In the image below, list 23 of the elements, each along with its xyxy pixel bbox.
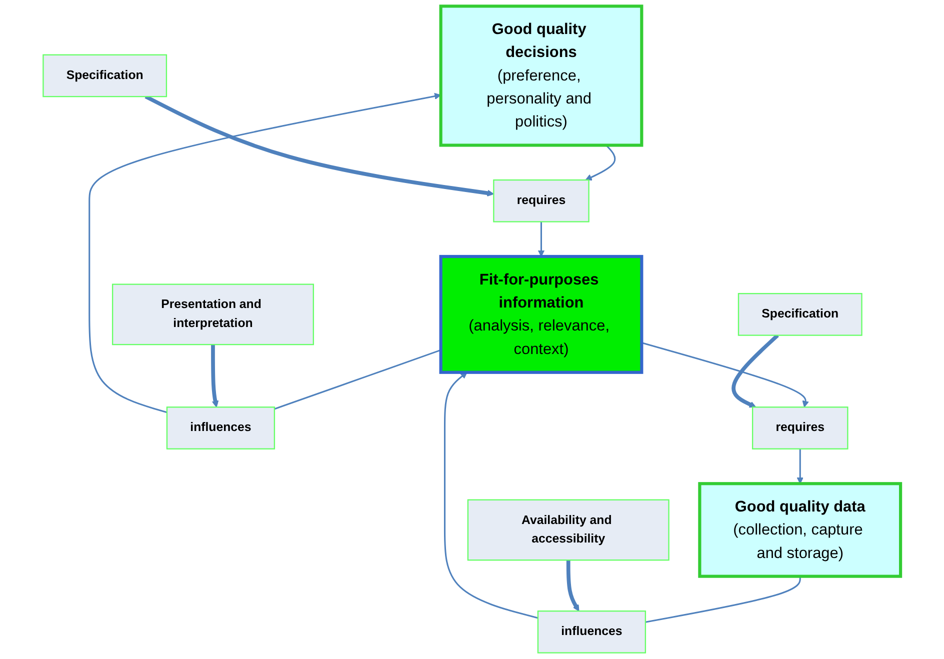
node-box: Specification: [42, 54, 168, 98]
connector: [274, 349, 442, 410]
node-box: influences: [166, 406, 276, 450]
arrow: [88, 92, 442, 414]
node-box: Good quality decisions (preference, personality and politics): [439, 4, 644, 147]
arrow: [538, 222, 545, 257]
arrow: [642, 342, 810, 408]
node-box: Specification: [738, 293, 862, 336]
arrow: [732, 334, 780, 408]
arrow: [796, 448, 804, 484]
arrow: [585, 144, 616, 180]
arrow: [444, 372, 538, 619]
node-box: influences: [538, 610, 646, 654]
node-box: requires: [752, 406, 848, 450]
node-box: requires: [493, 179, 590, 222]
arrow: [144, 94, 494, 197]
arrow: [566, 560, 580, 612]
node-box: Presentation and interpretation: [112, 284, 314, 346]
arrow: [211, 344, 219, 408]
connector: [645, 576, 802, 623]
node-box: Fit-for-purposes information (analysis, relevance, context): [439, 254, 644, 374]
node-box: Good quality data (collection, capture and storage): [698, 482, 902, 578]
node-box: Availability and accessibility: [467, 499, 670, 561]
